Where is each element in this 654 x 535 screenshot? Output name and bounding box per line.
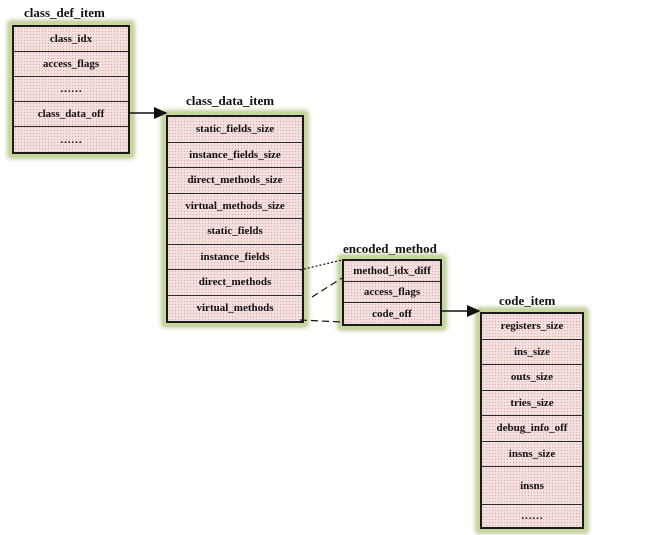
code-item-field-insns-size: insns_size <box>482 442 582 467</box>
class-def-item-box: class_idx access_flags …… class_data_off… <box>12 25 130 154</box>
encoded-method-field-access-flags: access_flags <box>344 282 440 303</box>
class-data-field-static-fields-size: static_fields_size <box>168 117 302 143</box>
code-item-field-insns: insns <box>482 467 582 505</box>
class-def-item-title: class_def_item <box>24 5 105 20</box>
class-data-field-instance-fields: instance_fields <box>168 245 302 270</box>
class-def-field-ellipsis-1: …… <box>14 77 128 102</box>
class-data-field-virtual-methods: virtual_methods <box>196 302 274 315</box>
encoded-method-field-code-off: code_off <box>372 307 412 320</box>
code-item-title: code_item <box>499 293 556 308</box>
class-def-field-access-flags: access_flags <box>14 52 128 77</box>
class-data-field-direct-methods: direct_methods <box>168 270 302 296</box>
encoded-method-box: method_idx_diff access_flags code_off <box>342 259 442 326</box>
class-data-field-direct-methods-size: direct_methods_size <box>168 168 302 194</box>
dashed-connector-bottom <box>299 319 343 323</box>
class-data-field-static-fields: static_fields <box>168 219 302 245</box>
dashed-connector-upper-inner <box>311 277 343 298</box>
encoded-method-title: encoded_method <box>343 241 437 256</box>
class-data-field-instance-fields-size: instance_fields_size <box>168 143 302 168</box>
code-item-field-debug-info-off: debug_info_off <box>482 416 582 442</box>
class-def-field-class-idx: class_idx <box>14 27 128 52</box>
class-data-item-title: class_data_item <box>186 93 275 108</box>
code-item-box: registers_size ins_size outs_size tries_… <box>480 312 584 529</box>
code-item-field-tries-size: tries_size <box>482 391 582 416</box>
class-def-field-class-data-off: class_data_off <box>14 102 128 127</box>
code-item-field-registers-size: registers_size <box>482 314 582 340</box>
class-data-item-box: static_fields_size instance_fields_size … <box>166 115 304 323</box>
code-item-field-ins-size: ins_size <box>482 340 582 365</box>
class-data-field-virtual-methods-size: virtual_methods_size <box>168 194 302 219</box>
class-def-field-ellipsis-2: …… <box>60 133 82 146</box>
code-item-field-outs-size: outs_size <box>482 365 582 391</box>
encoded-method-field-method-idx-diff: method_idx_diff <box>344 261 440 282</box>
dashed-connector-top <box>299 259 343 271</box>
code-item-field-ellipsis: …… <box>521 510 543 522</box>
